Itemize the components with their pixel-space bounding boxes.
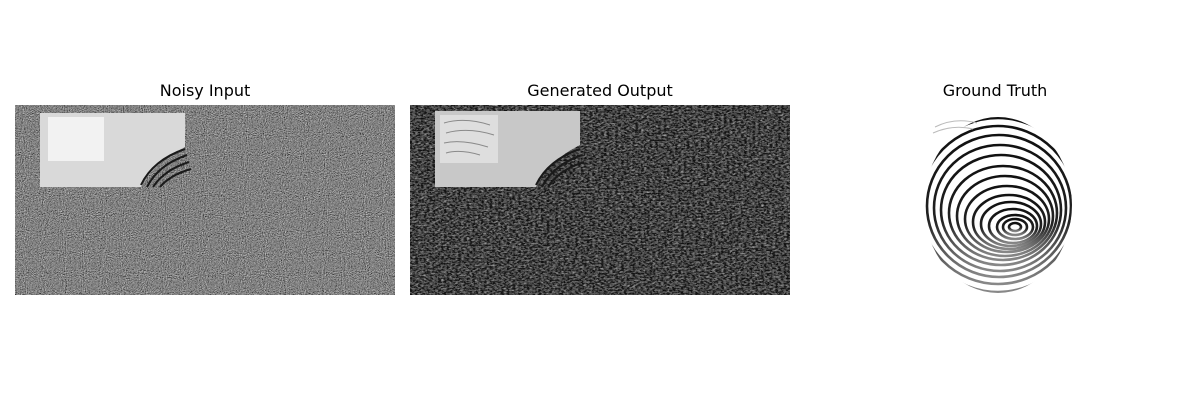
noisy-input-image bbox=[15, 105, 395, 295]
panel-title-ground-truth: Ground Truth bbox=[942, 81, 1048, 100]
generated-output-image bbox=[410, 105, 790, 295]
panel-title-generated-output: Generated Output bbox=[527, 81, 673, 100]
ground-truth-fingerprint-image bbox=[805, 105, 1185, 295]
panel-title-noisy-input: Noisy Input bbox=[159, 81, 251, 100]
